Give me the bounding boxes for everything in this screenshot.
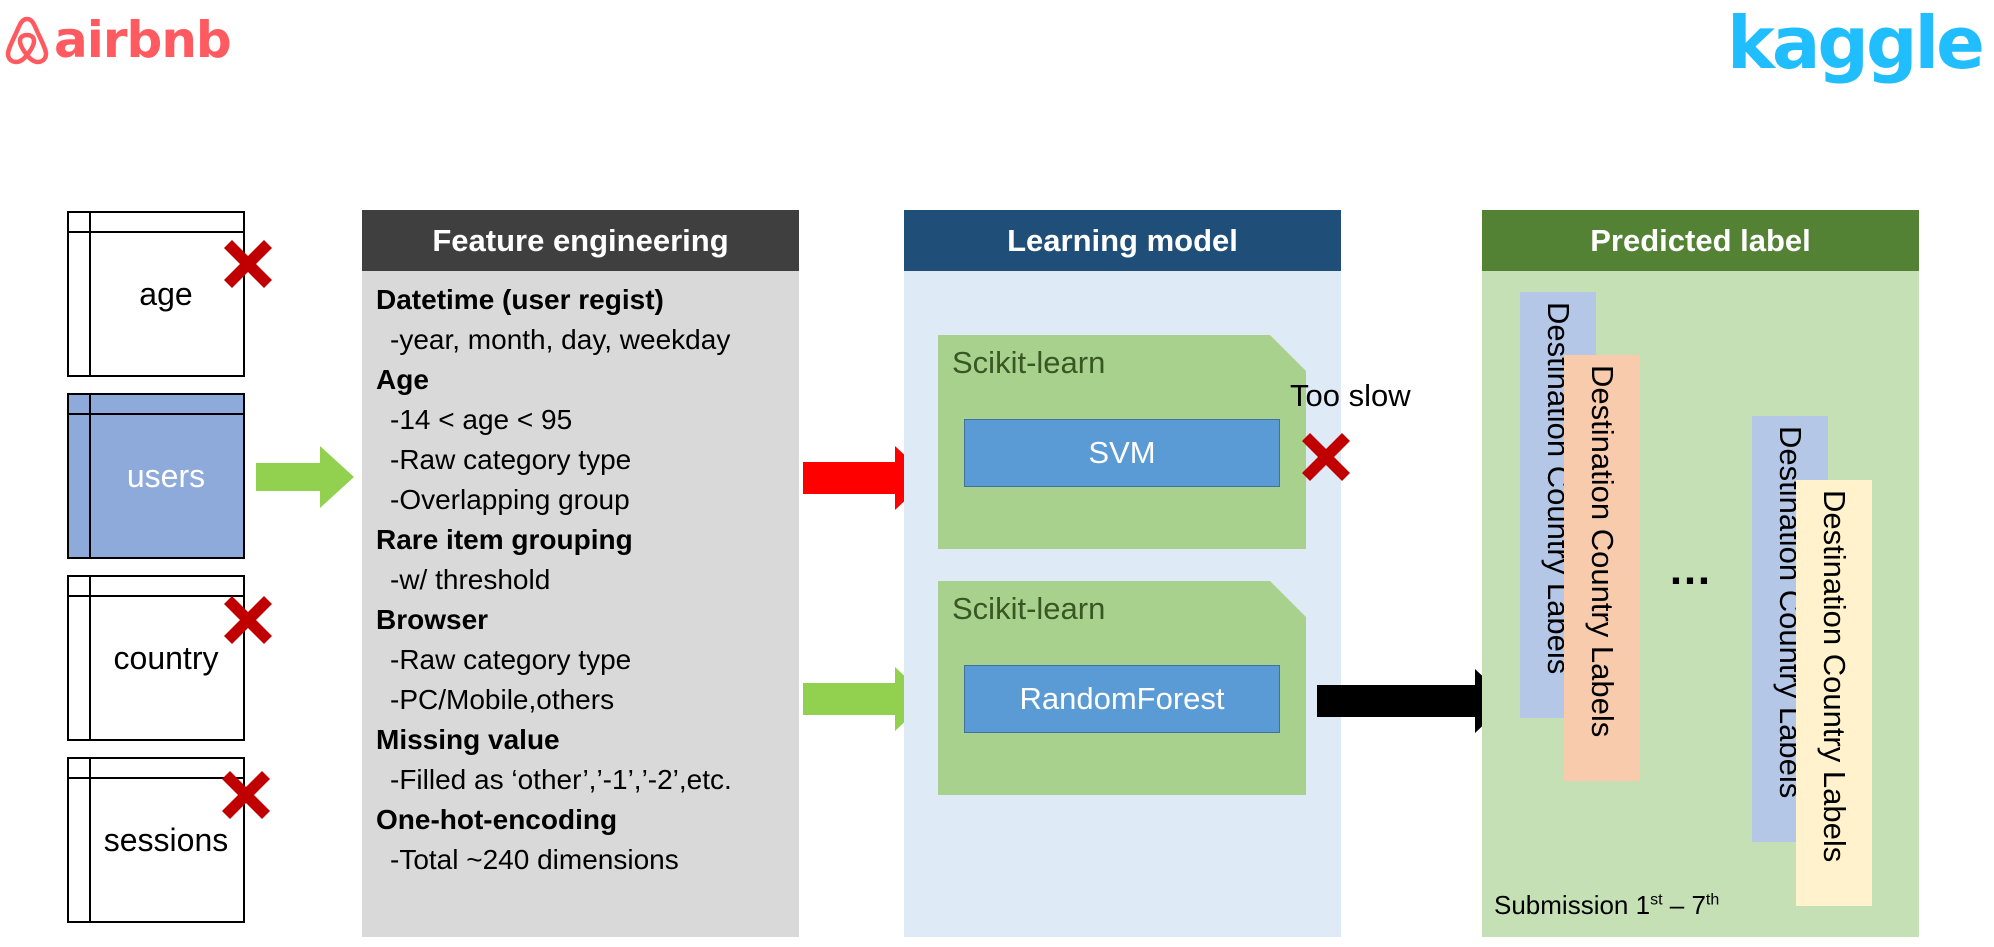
table-users: users [67, 393, 245, 559]
model-card-randomforest: Scikit-learn RandomForest [938, 581, 1306, 795]
feature-heading: Rare item grouping [376, 524, 633, 555]
too-slow-note: Too slow [1290, 378, 1411, 413]
feature-heading: One-hot-encoding [376, 804, 618, 835]
airbnb-wordmark: airbnb [54, 11, 232, 69]
arrow-right-icon [803, 667, 929, 731]
feature-detail: -Overlapping group [390, 484, 630, 515]
library-label: Scikit-learn [952, 345, 1106, 380]
table-label: country [113, 639, 219, 676]
table-label: age [139, 275, 193, 312]
library-label: Scikit-learn [952, 591, 1106, 626]
model-card-svm: Scikit-learn SVM [938, 335, 1306, 549]
feature-engineering-panel: Feature engineering Datetime (user regis… [362, 210, 799, 937]
feature-detail: -year, month, day, weekday [390, 324, 731, 355]
kaggle-logo: kaggle [1726, 1, 1985, 85]
table-sessions: sessions [67, 757, 245, 923]
learning-model-panel: Learning model Scikit-learn SVM Scikit-l… [904, 210, 1341, 937]
table-label: users [126, 457, 206, 494]
table-label: sessions [103, 821, 229, 858]
predicted-label-title: Predicted label [1482, 210, 1919, 271]
x-icon [1302, 433, 1350, 481]
label-card: Destination Country Labels [1564, 355, 1640, 781]
table-age: age [67, 211, 245, 377]
algorithm-svm: SVM [964, 419, 1280, 487]
feature-detail: -Total ~240 dimensions [390, 844, 679, 875]
feature-detail: -14 < age < 95 [390, 404, 573, 435]
feature-detail: -w/ threshold [390, 564, 551, 595]
feature-heading: Browser [376, 604, 489, 635]
x-icon [222, 771, 270, 819]
predicted-label-panel: Predicted label Destination Country Labe… [1482, 210, 1919, 937]
table-country: country [67, 575, 245, 741]
arrow-right-icon [256, 446, 354, 508]
feature-heading: Missing value [376, 724, 560, 755]
x-icon [224, 596, 272, 644]
feature-detail: -Filled as ‘other’,’-1’,’-2’,etc. [390, 764, 732, 795]
feature-heading: Datetime (user regist) [376, 284, 664, 315]
feature-detail: -Raw category type [390, 644, 632, 675]
feature-detail: -PC/Mobile,others [390, 684, 615, 715]
label-card: Destination Country Labels [1796, 480, 1872, 906]
ellipsis: … [1668, 545, 1712, 594]
learning-model-title: Learning model [904, 210, 1341, 271]
feature-engineering-title: Feature engineering [362, 210, 799, 271]
algorithm-randomforest: RandomForest [964, 665, 1280, 733]
arrow-right-icon [1317, 669, 1509, 733]
x-icon [224, 240, 272, 288]
submission-note: Submission 1st – 7th [1494, 890, 1720, 920]
feature-heading: Age [376, 364, 429, 395]
feature-detail: -Raw category type [390, 444, 632, 475]
airbnb-logo: airbnb [4, 10, 232, 70]
arrow-right-icon [803, 446, 929, 510]
airbnb-belo-icon [5, 16, 49, 65]
